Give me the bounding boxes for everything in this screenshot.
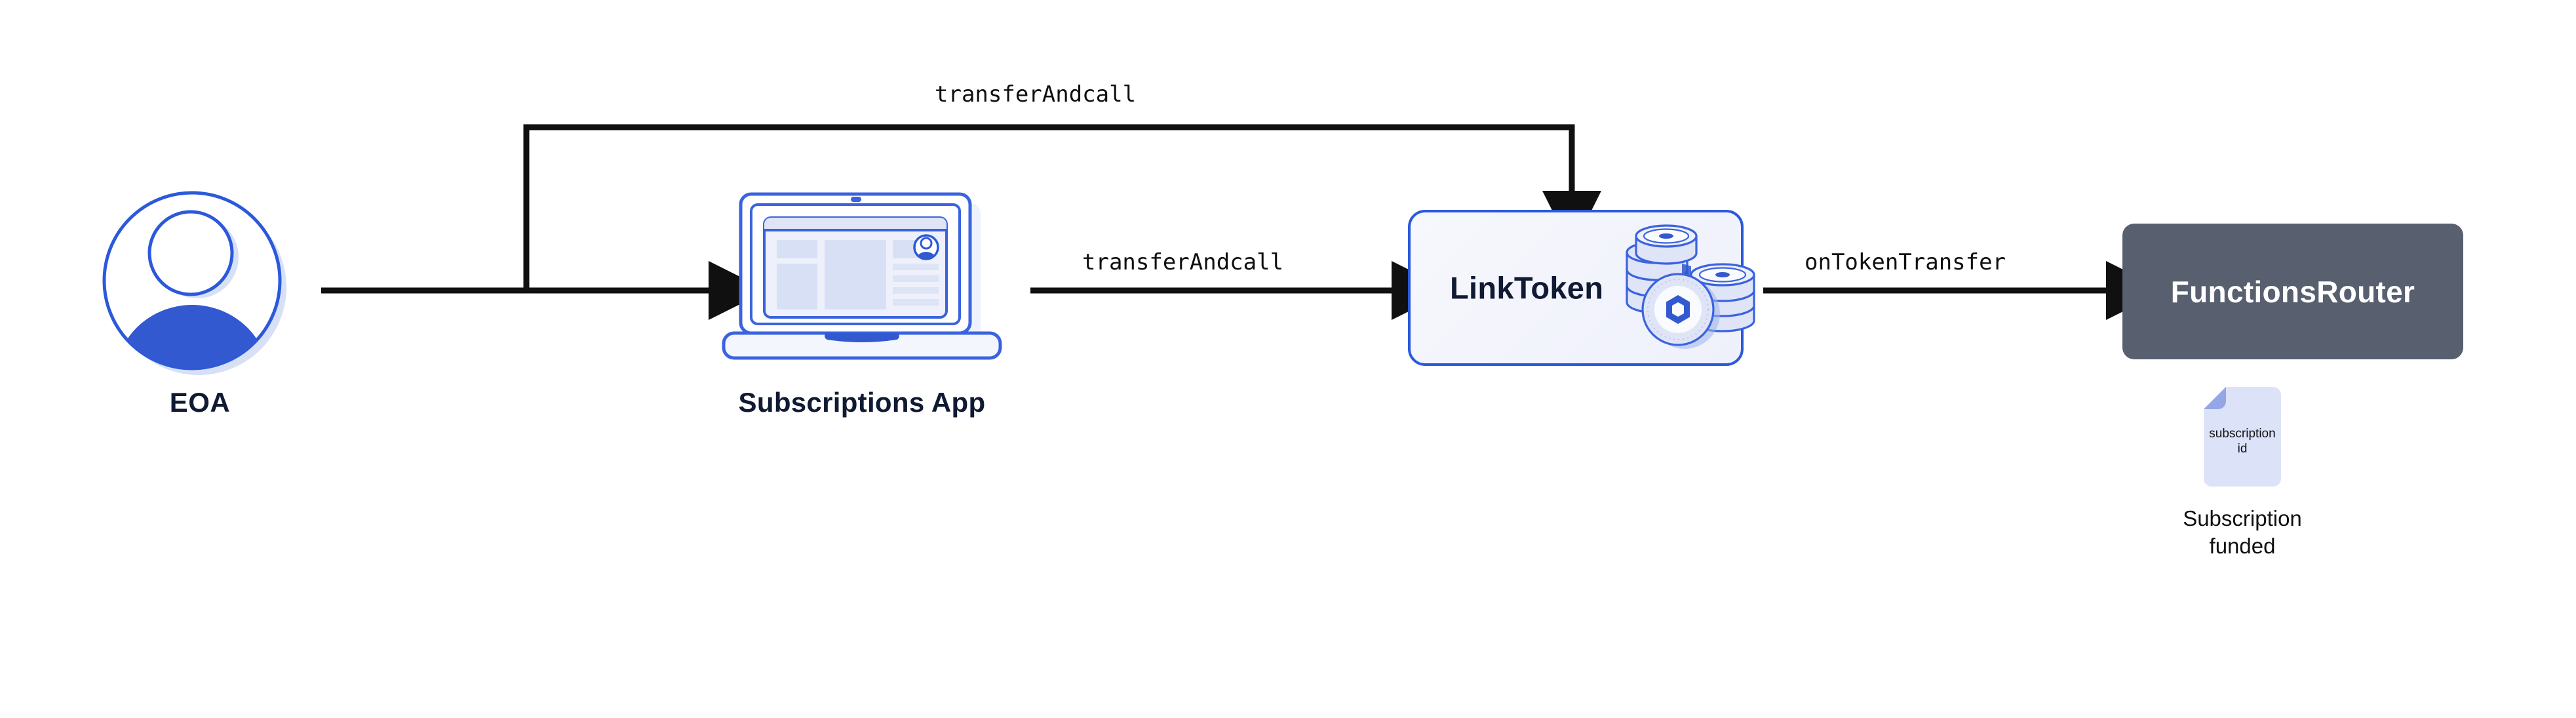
node-label-link-token: LinkToken bbox=[1450, 270, 1604, 306]
node-label-subscription-doc: Subscription funded bbox=[2149, 505, 2336, 560]
laptop-dashboard-icon bbox=[722, 192, 1002, 360]
document-inner-line-2: id bbox=[2237, 442, 2248, 456]
document-icon bbox=[2204, 387, 2281, 487]
node-eoa[interactable]: EOA bbox=[85, 190, 315, 459]
node-functions-router[interactable]: FunctionsRouter bbox=[2122, 224, 2463, 359]
edge-label-app-to-linktoken: transferAndcall bbox=[1082, 249, 1284, 275]
node-subscription-doc[interactable]: subscription id Subscription funded bbox=[2149, 387, 2437, 649]
node-label-functions-router: FunctionsRouter bbox=[2170, 274, 2415, 309]
document-inner-label: subscription id bbox=[2204, 426, 2281, 456]
edge-label-linktoken-to-router: onTokenTransfer bbox=[1805, 249, 2006, 275]
link-coin-stack-icon bbox=[1626, 224, 1755, 349]
node-label-subscriptions-app: Subscriptions App bbox=[738, 387, 986, 418]
node-subscriptions-app[interactable]: Subscriptions App bbox=[695, 190, 1029, 459]
user-avatar-icon bbox=[102, 191, 286, 375]
document-caption-line-1: Subscription bbox=[2183, 506, 2302, 530]
node-label-eoa: EOA bbox=[169, 387, 231, 418]
document-inner-line-1: subscription bbox=[2209, 427, 2276, 441]
edge-label-eoa-to-linktoken: transferAndcall bbox=[935, 81, 1137, 108]
document-caption-line-2: funded bbox=[2209, 534, 2276, 558]
